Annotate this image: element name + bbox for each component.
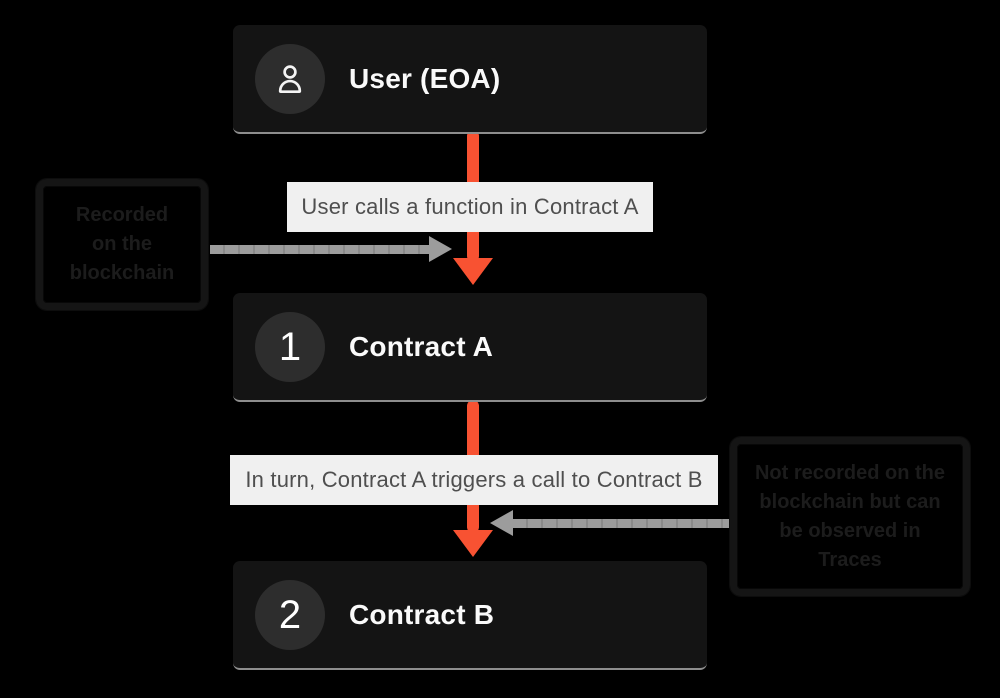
annotation-line: blockchain but can bbox=[759, 490, 941, 513]
annotation-not-recorded-traces: Not recorded on the blockchain but can b… bbox=[730, 437, 970, 596]
annotation-line: be observed in bbox=[779, 519, 921, 542]
annotation-line: blockchain bbox=[69, 262, 175, 284]
flow-arrowhead-down-icon bbox=[453, 258, 493, 285]
node-title: Contract A bbox=[349, 330, 494, 362]
flow-arrowhead-down-icon bbox=[453, 530, 493, 557]
annotation-line: Recorded bbox=[75, 204, 169, 226]
step-badge: 1 bbox=[255, 311, 325, 382]
edge-label-user-call: User calls a function in Contract A bbox=[287, 182, 653, 232]
node-contract-a: 1 Contract A bbox=[233, 293, 707, 402]
node-contract-b: 2 Contract B bbox=[233, 561, 707, 670]
annotation-pointer-left-bar bbox=[210, 245, 429, 254]
avatar bbox=[255, 43, 325, 114]
annotation-line: Not recorded on the bbox=[754, 461, 945, 484]
step-badge: 2 bbox=[255, 579, 325, 650]
arrowhead-right-icon bbox=[429, 236, 452, 262]
annotation-pointer-right-bar bbox=[513, 519, 729, 528]
step-number: 1 bbox=[278, 324, 302, 369]
annotation-line: Traces bbox=[818, 548, 882, 571]
annotation-recorded-on-blockchain: Recorded on the blockchain bbox=[36, 179, 208, 310]
edge-label-contract-a-call: In turn, Contract A triggers a call to C… bbox=[230, 455, 718, 505]
node-title: User (EOA) bbox=[349, 62, 501, 94]
annotation-line: on the bbox=[92, 233, 152, 255]
step-number: 2 bbox=[278, 592, 302, 637]
node-title: Contract B bbox=[349, 598, 495, 630]
node-user-eoa: User (EOA) bbox=[233, 25, 707, 134]
user-icon bbox=[278, 64, 302, 93]
arrowhead-left-icon bbox=[490, 510, 513, 536]
